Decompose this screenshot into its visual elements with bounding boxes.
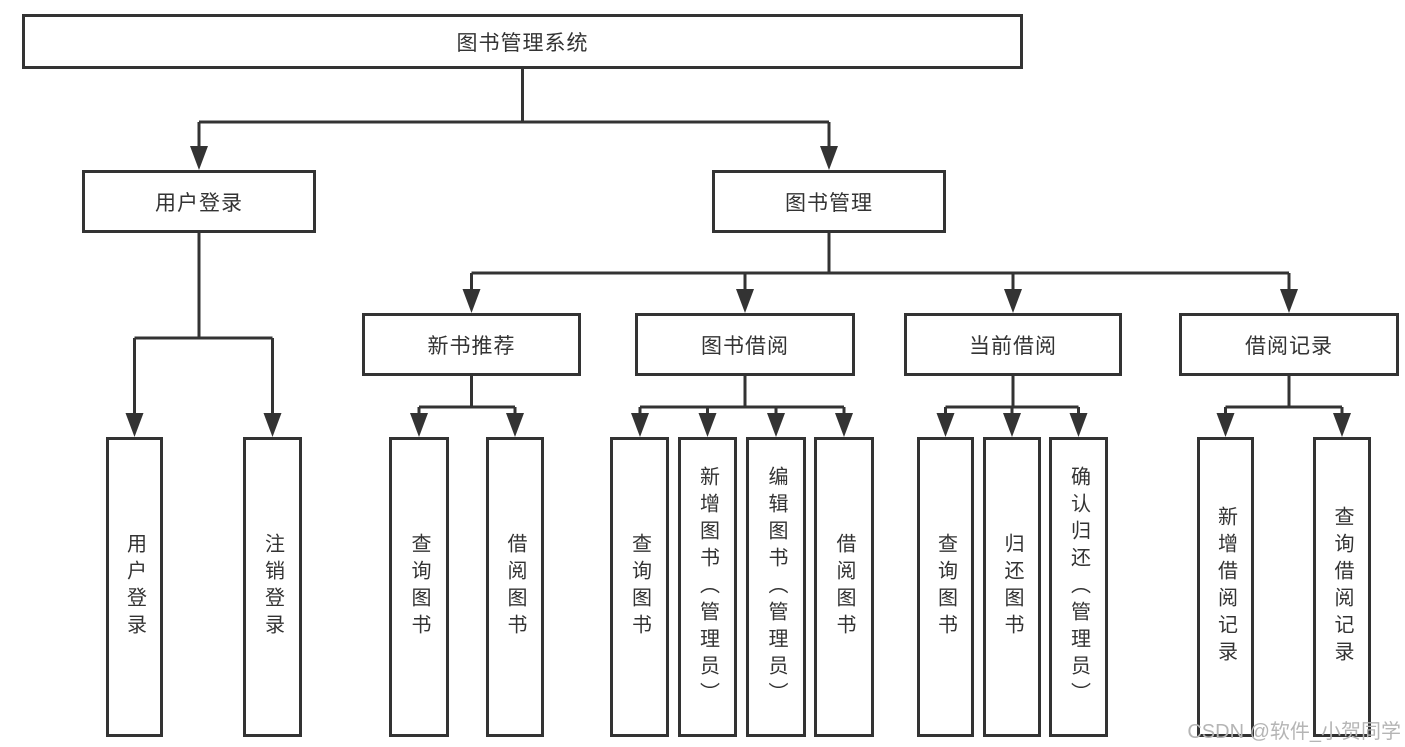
leaf-borrow-books-newbook: 借阅图书 <box>486 437 544 737</box>
leaf-logout: 注销登录 <box>243 437 302 737</box>
node-borrow-records-label: 借阅记录 <box>1245 334 1333 358</box>
leaf-add-book-admin-label: 新增图书（管理员） <box>696 465 719 709</box>
node-system-root: 图书管理系统 <box>22 14 1023 69</box>
node-user-login: 用户登录 <box>82 170 316 233</box>
leaf-query-books-borrow-label: 查询图书 <box>628 533 651 641</box>
leaf-confirm-return-admin: 确认归还（管理员） <box>1049 437 1108 737</box>
leaf-edit-book-admin: 编辑图书（管理员） <box>746 437 806 737</box>
node-current-borrow-label: 当前借阅 <box>969 334 1057 358</box>
leaf-edit-book-admin-label: 编辑图书（管理员） <box>765 465 787 709</box>
leaf-query-books-newbook-label: 查询图书 <box>408 533 430 641</box>
leaf-confirm-return-admin-label: 确认归还（管理员） <box>1067 465 1090 709</box>
leaf-return-books-label: 归还图书 <box>1001 533 1023 641</box>
node-new-book-recommend: 新书推荐 <box>362 313 581 376</box>
leaf-query-books-current-label: 查询图书 <box>934 533 957 641</box>
leaf-query-borrow-record-label: 查询借阅记录 <box>1331 506 1353 668</box>
node-book-borrow-label: 图书借阅 <box>701 334 789 358</box>
leaf-borrow-books-newbook-label: 借阅图书 <box>504 533 526 641</box>
leaf-add-book-admin: 新增图书（管理员） <box>678 437 737 737</box>
node-current-borrow: 当前借阅 <box>904 313 1122 376</box>
leaf-add-borrow-record: 新增借阅记录 <box>1197 437 1254 737</box>
node-book-management-label: 图书管理 <box>785 191 873 215</box>
leaf-borrow-books-borrow: 借阅图书 <box>814 437 874 737</box>
node-book-borrow: 图书借阅 <box>635 313 855 376</box>
leaf-query-borrow-record: 查询借阅记录 <box>1313 437 1371 737</box>
node-book-management: 图书管理 <box>712 170 946 233</box>
leaf-return-books: 归还图书 <box>983 437 1041 737</box>
node-system-root-label: 图书管理系统 <box>456 31 589 55</box>
node-new-book-recommend-label: 新书推荐 <box>427 334 516 358</box>
leaf-user-login-label: 用户登录 <box>123 533 146 641</box>
leaf-query-books-borrow: 查询图书 <box>610 437 669 737</box>
node-borrow-records: 借阅记录 <box>1179 313 1399 376</box>
leaf-logout-label: 注销登录 <box>261 533 284 641</box>
leaf-user-login: 用户登录 <box>106 437 163 737</box>
leaf-borrow-books-borrow-label: 借阅图书 <box>833 533 855 641</box>
leaf-add-borrow-record-label: 新增借阅记录 <box>1214 506 1237 668</box>
leaf-query-books-current: 查询图书 <box>917 437 974 737</box>
leaf-query-books-newbook: 查询图书 <box>389 437 449 737</box>
watermark: CSDN @软件_小贺同学 <box>1187 721 1401 743</box>
node-user-login-label: 用户登录 <box>155 191 243 215</box>
